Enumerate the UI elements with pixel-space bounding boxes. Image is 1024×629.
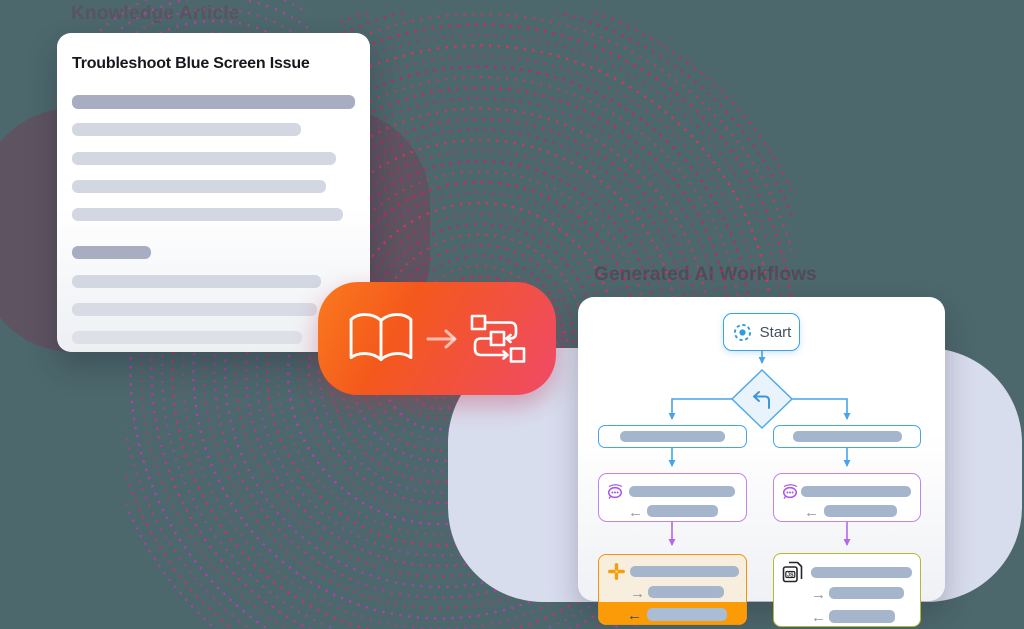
js-file-icon: JS	[781, 560, 805, 589]
workflow-connectors	[668, 351, 851, 546]
target-dashed-circle-icon	[733, 323, 751, 341]
skeleton-bar	[72, 180, 326, 193]
skeleton-bar	[647, 608, 727, 621]
skeleton-bar	[72, 208, 343, 221]
skeleton-bar	[792, 431, 902, 442]
skeleton-bar	[72, 95, 355, 109]
skeleton-bar	[824, 505, 897, 517]
skeleton-bar	[648, 586, 724, 598]
skeleton-bar	[72, 123, 301, 136]
ai-workflows-label: Generated AI Workflows	[594, 264, 817, 285]
skeleton-bar	[647, 505, 718, 517]
arrow-right-icon	[426, 329, 457, 348]
skeleton-bar	[72, 246, 151, 259]
arrow-right-glyph: →	[811, 586, 826, 603]
start-node: Start	[723, 313, 800, 351]
flowchart-icon	[470, 314, 526, 363]
skeleton-bar	[829, 610, 895, 623]
decision-diamond	[730, 368, 794, 430]
agent-node: ←	[773, 473, 921, 522]
skeleton-bar	[72, 303, 317, 316]
article-to-workflow-badge	[318, 282, 556, 395]
start-node-label: Start	[759, 323, 792, 341]
skeleton-bar	[811, 567, 912, 578]
skeleton-bar	[72, 331, 302, 344]
skeleton-bar	[620, 431, 725, 442]
task-node	[773, 425, 921, 448]
branch-icon	[753, 391, 770, 409]
skeleton-bar	[629, 486, 735, 497]
ai-workflow-card: Start ←	[578, 297, 945, 627]
skeleton-bar	[801, 486, 911, 497]
skeleton-bar	[630, 566, 739, 577]
sparkle-icon	[608, 563, 625, 585]
svg-text:JS: JS	[787, 572, 794, 578]
skeleton-bar	[829, 587, 904, 599]
arrow-right-glyph: →	[630, 585, 645, 602]
knowledge-article-card: Troubleshoot Blue Screen Issue	[57, 33, 370, 352]
knowledge-article-label: Knowledge Article	[71, 3, 240, 24]
task-node	[598, 425, 747, 448]
arrow-left-glyph: ←	[811, 609, 826, 626]
skeleton-bar	[72, 275, 321, 288]
skeleton-bar	[72, 152, 336, 165]
chat-bubble-icon	[781, 482, 800, 505]
arrow-left-glyph: ←	[628, 504, 643, 521]
article-title: Troubleshoot Blue Screen Issue	[72, 55, 310, 72]
agent-node: ←	[598, 473, 747, 522]
generate-node: → ←	[598, 554, 747, 625]
arrow-left-glyph: ←	[627, 607, 642, 624]
arrow-left-glyph: ←	[804, 504, 819, 521]
script-node: JS → ←	[773, 553, 921, 627]
chat-bubble-icon	[606, 482, 625, 505]
open-book-icon	[349, 312, 413, 361]
